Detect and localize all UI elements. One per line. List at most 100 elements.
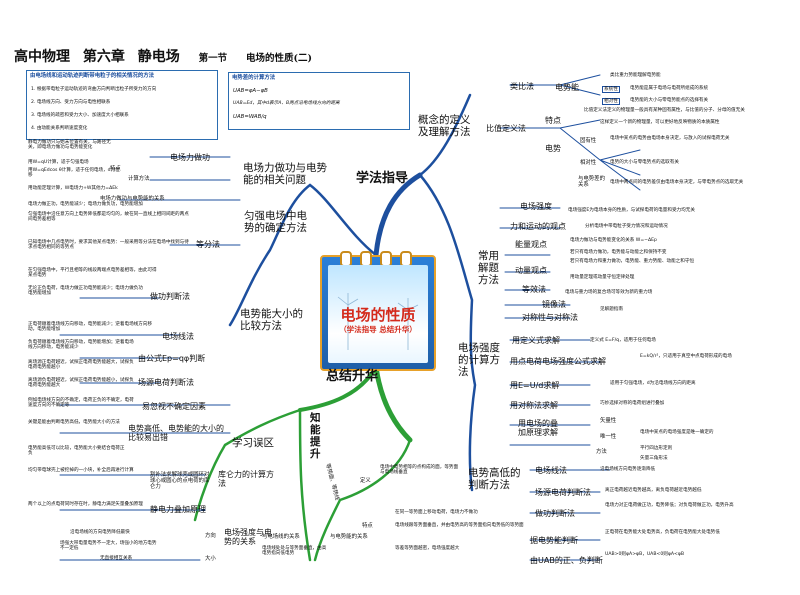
right-backbone (418, 93, 477, 492)
note-left-3: 用动能定理计算，W电场力+W其他力=ΔEk (28, 186, 118, 191)
r-sub-point-charge-solve: 用点电荷电场强度公式求解 (510, 357, 606, 366)
r-sub-vector: 矢量性 (600, 418, 617, 424)
note-right-5: 电场中某点的电势由电场本身决定，与放入的试探电荷无关 (610, 136, 730, 141)
note-left-15: 电势能高低可以比较，电势能大小要结合电荷正负 (28, 446, 125, 457)
node-concept-definition: 概念的定义及理解方法 (418, 114, 471, 139)
r-sub-source-judge: 场源电荷判断法 (535, 488, 591, 497)
sub-source-judge: 场源电荷判断法 (138, 378, 194, 387)
node-problem-methods: 常用解题方法 (478, 250, 499, 287)
note-left-7: 在匀强电场中，平行且相等的线段两端点电势差相等，由此可得某点电势 (28, 268, 157, 279)
note-right-2: 电势能的大小与零电势能点的选择有关 (630, 98, 709, 103)
note-right-20: 沿电场线方向电势逐渐降低 (600, 467, 656, 472)
branch-label-zhishi: 知能提升 (310, 412, 321, 461)
note-right-21: 离正电荷越近电势越高，离负电荷越近电势越低 (605, 488, 702, 493)
note-right-18: 巧妙选择对称的电荷组进行叠加 (600, 401, 665, 406)
note-bottom-4: 电场线处处与等势面垂直，由高电势指向低电势 (262, 546, 327, 557)
trajectory-item-3: 3. 电场线的疏密和受力大小、加速度大小相联系 (31, 113, 129, 118)
note-right-15: 定义式 E=F/q，适用于任何电场 (590, 338, 656, 343)
note-right-8: 电场强度E为电场本身的性质，与试探电荷的电量和受力均无关 (568, 208, 695, 213)
page-title: 高中物理 第六章 静电场 第一节 电场的性质(二) (14, 46, 320, 66)
sub-work-by-field: 电场力做功 (170, 153, 210, 162)
note-left-18: 沿电场线的方向电势降低最快 (70, 530, 130, 535)
wind-turbine-illustration (337, 293, 419, 350)
sub-direction: 方向 (205, 533, 216, 539)
title-section-title: 电场的性质(二) (246, 53, 313, 64)
title-book: 高中物理 (14, 49, 70, 65)
note-left-2: 用W=qEdcos θ计算，适于任何电场，d为位移 (28, 168, 120, 179)
sub-cut-fill: 割补法求解球壳或圆环对球心或圆心的点电荷的库仑力 (150, 472, 210, 491)
note-right-17: 适用于匀强电场，d为沿电场线方向的距离 (610, 381, 696, 386)
r-sub-triangle: 矢量三角形法 (640, 456, 668, 461)
sub-work-energy-relation: 电场力做功与电势能的关系 (100, 196, 165, 202)
note-right-0: 类比重力势能理解电势能 (610, 73, 661, 78)
r-sub-work-judge: 做功判断法 (535, 509, 575, 518)
note-right-13: 用动量定理或动量守恒定律处理 (570, 275, 635, 280)
center-topic-board: 电场的性质 （学法指导 总结升华） (320, 251, 436, 371)
r-sub-see-guide: 见解题指南 (600, 307, 623, 312)
note-bottom-3: 等差等势面越密，电场强度越大 (395, 546, 460, 551)
green-left-backbone (193, 408, 312, 562)
green-bottom (313, 438, 412, 562)
note-right-23: 正电荷在电势能大处电势高，负电荷在电势能大处电势低 (605, 530, 720, 535)
note-right-6: 电势的大小与零电势点的选取有关 (610, 160, 679, 165)
note-left-11: 离场源正电荷越近，试探正电荷电势能越大，试探负电荷电势能越小 (28, 360, 134, 371)
note-right-24: UAB>0则φA>φB，UAB<0则φA<φB (605, 552, 685, 557)
note-right-22: 电场力对正电荷做正功，电势降低；对负电荷做正功，电势升高 (605, 503, 734, 508)
note-left-9: 正电荷顺着电场线方向移动，电势能减少；逆着电场线方向移动，电势能增加 (28, 322, 153, 333)
formula-box-title: 电势差的计算方法 (232, 75, 276, 81)
sub-definition: 定义 (360, 478, 371, 484)
sub-field-line-method: 电场线法 (162, 332, 194, 341)
note-left-5: 匀强电场中沿任意方向上电势降低都是均匀的，故在同一直线上相同间距的两点间电势差相… (28, 212, 189, 223)
formula-row-3: UAB=WAB/q (233, 114, 267, 120)
title-chapter: 第六章 (82, 49, 125, 65)
r-sub-feature: 特点 (545, 116, 561, 125)
note-right-9: 分析电场中带电粒子受力情况和运动情况 (585, 224, 668, 229)
r-sub-analogy: 类比法 (510, 82, 534, 91)
node-field-potential-relation: 电场强度与电势的关系 (224, 528, 272, 547)
r-sub-ratio-definition: 比值定义法 (486, 124, 526, 133)
note-right-1: 电势能是属于电场与电荷所组成的系统 (630, 86, 709, 91)
note-left-6: 已知电场中几点电势时，要求其他某点电势：一般采用等分法在电场中找到与待求点电势相… (28, 240, 189, 251)
sub-work-judge: 做功判断法 (150, 292, 190, 301)
r-sub-systemic: 系统性 (602, 86, 620, 94)
sub-coulomb-calc: 库仑力的计算方法 (218, 470, 274, 489)
title-name: 静电场 (137, 49, 180, 65)
note-left-12: 离场源负电荷越近，试探正电荷电势能越小，试探负电荷电势能越大 (28, 378, 134, 389)
potential-difference-box: 电势差的计算方法 UAB=φA−φB UAB=Ed，其中d表示A、B两点沿电场线… (228, 72, 410, 130)
formula-row-2: UAB=Ed，其中d表示A、B两点沿电场线方向的距离 (233, 101, 340, 106)
note-right-7: 电场中两点间的电势差仅由电场本身决定，与零电势点的选取无关 (610, 180, 744, 185)
note-right-16: E=kQ/r²，只适用于真空中点电荷形成的电场 (640, 354, 732, 359)
formula-row-1: UAB=φA−φB (233, 88, 268, 94)
node-uniform-field: 匀强电场中电势的确定方法 (244, 210, 307, 235)
sub-formula-judge: 由公式Ep=qφ判断 (138, 354, 206, 363)
center-title: 电场的性质 (340, 306, 416, 324)
sub-uncertain-factors: 易忽视不确定因素 (142, 402, 206, 411)
r-sub-energy-judge: 据电势能判断 (530, 536, 578, 545)
branch-label-zongjie: 总结升华 (326, 369, 379, 384)
r-sub-force-motion: 力和运动的观点 (510, 222, 566, 231)
note-left-14: 关键是能由判断电势高低，电势能大小的方法 (28, 420, 120, 425)
note-right-12: 若只有电场力和重力做功，电势能、重力势能、动能之和守恒 (570, 259, 695, 264)
r-sub-pd-relation: 与电势差的关系 (578, 176, 605, 189)
node-energy-compare: 电势能大小的比较方法 (240, 308, 303, 333)
note-left-0: 静电力做功只与始末位置有关，与路径无关，即电场力做功与电势能变化 (28, 140, 111, 151)
note-left-13: 例如电场线方向的不确定，电荷正负的不确定，电荷速度方向的不确定等 (28, 398, 134, 409)
note-bottom-1: 在同一等势面上移动电荷，电场力不做功 (395, 510, 478, 515)
note-bottom-0: 电场中电势相等的点构成的面，等势面与电场线垂直 (380, 465, 459, 476)
sub-compare-errors: 电势高低、电势能的大小的比较易出错 (128, 424, 224, 443)
r-sub-field-strength: 电场强度 (520, 202, 552, 211)
trajectory-method-box: 由电场线和运动轨迹判断带电粒子的相关情况的方法 1. 根据带电粒子运动轨迹的弯曲… (26, 70, 218, 140)
r-sub-eud-solve: 用E=U/d求解 (510, 381, 560, 390)
r-sub-potential-energy: 电势能 (555, 83, 579, 92)
note-left-16: 均匀带电球壳上被挖掉的一小块，补全后再进行计算 (28, 468, 134, 473)
r-sub-relativity: 相对性 (602, 98, 620, 106)
trajectory-item-2: 2. 电场线方向、受力方向与电性相联系 (31, 100, 111, 105)
r-sub-symmetry: 对称性与对称法 (522, 313, 578, 322)
node-potential-judge: 电势高低的判断方法 (468, 467, 521, 492)
trajectory-box-title: 由电场线和运动轨迹判断带电粒子的相关情况的方法 (30, 73, 154, 79)
r-sub-method: 方法 (596, 449, 607, 455)
node-field-strength-calc: 电场强度的计算方法 (458, 342, 500, 379)
sub-energy-relation: 与电势能的关系 (330, 534, 368, 540)
r-sub-uab-judge: 由UAB的正、负判断 (530, 556, 603, 565)
